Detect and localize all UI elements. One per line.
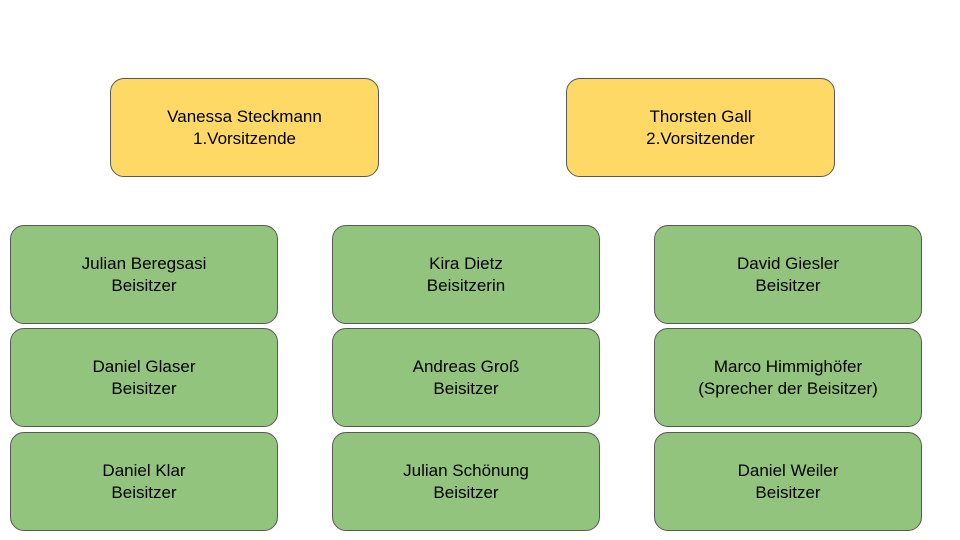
member-role: Beisitzer xyxy=(111,275,177,295)
member-name: David Giesler xyxy=(736,253,840,273)
member-role: Beisitzer xyxy=(111,482,177,502)
chair-name: Vanessa Steckmann xyxy=(167,106,322,126)
chair-role: 1.Vorsitzende xyxy=(192,128,296,148)
member-box: Daniel Glaser Beisitzer xyxy=(10,328,278,427)
chair-role: 2.Vorsitzender xyxy=(646,128,755,148)
member-role: Beisitzer xyxy=(755,482,821,502)
member-box: Daniel Weiler Beisitzer xyxy=(654,432,922,531)
member-box: Kira Dietz Beisitzerin xyxy=(332,225,600,324)
member-name: Julian Schönung xyxy=(403,460,529,480)
chair-box-second: Thorsten Gall 2.Vorsitzender xyxy=(566,78,835,177)
member-name: Marco Himmighöfer xyxy=(713,356,863,376)
member-name: Julian Beregsasi xyxy=(81,253,207,273)
member-box: Julian Beregsasi Beisitzer xyxy=(10,225,278,324)
chair-box-first: Vanessa Steckmann 1.Vorsitzende xyxy=(110,78,379,177)
member-role: (Sprecher der Beisitzer) xyxy=(698,378,878,398)
member-name: Kira Dietz xyxy=(429,253,503,273)
member-role: Beisitzer xyxy=(111,378,177,398)
member-role: Beisitzerin xyxy=(426,275,506,295)
member-name: Andreas Groß xyxy=(412,356,520,376)
member-box: Marco Himmighöfer (Sprecher der Beisitze… xyxy=(654,328,922,427)
member-name: Daniel Glaser xyxy=(92,356,196,376)
member-role: Beisitzer xyxy=(433,482,499,502)
member-name: Daniel Klar xyxy=(102,460,186,480)
chair-name: Thorsten Gall xyxy=(649,106,752,126)
member-box: Daniel Klar Beisitzer xyxy=(10,432,278,531)
member-role: Beisitzer xyxy=(755,275,821,295)
member-box: Andreas Groß Beisitzer xyxy=(332,328,600,427)
member-box: David Giesler Beisitzer xyxy=(654,225,922,324)
member-name: Daniel Weiler xyxy=(737,460,839,480)
member-box: Julian Schönung Beisitzer xyxy=(332,432,600,531)
member-role: Beisitzer xyxy=(433,378,499,398)
